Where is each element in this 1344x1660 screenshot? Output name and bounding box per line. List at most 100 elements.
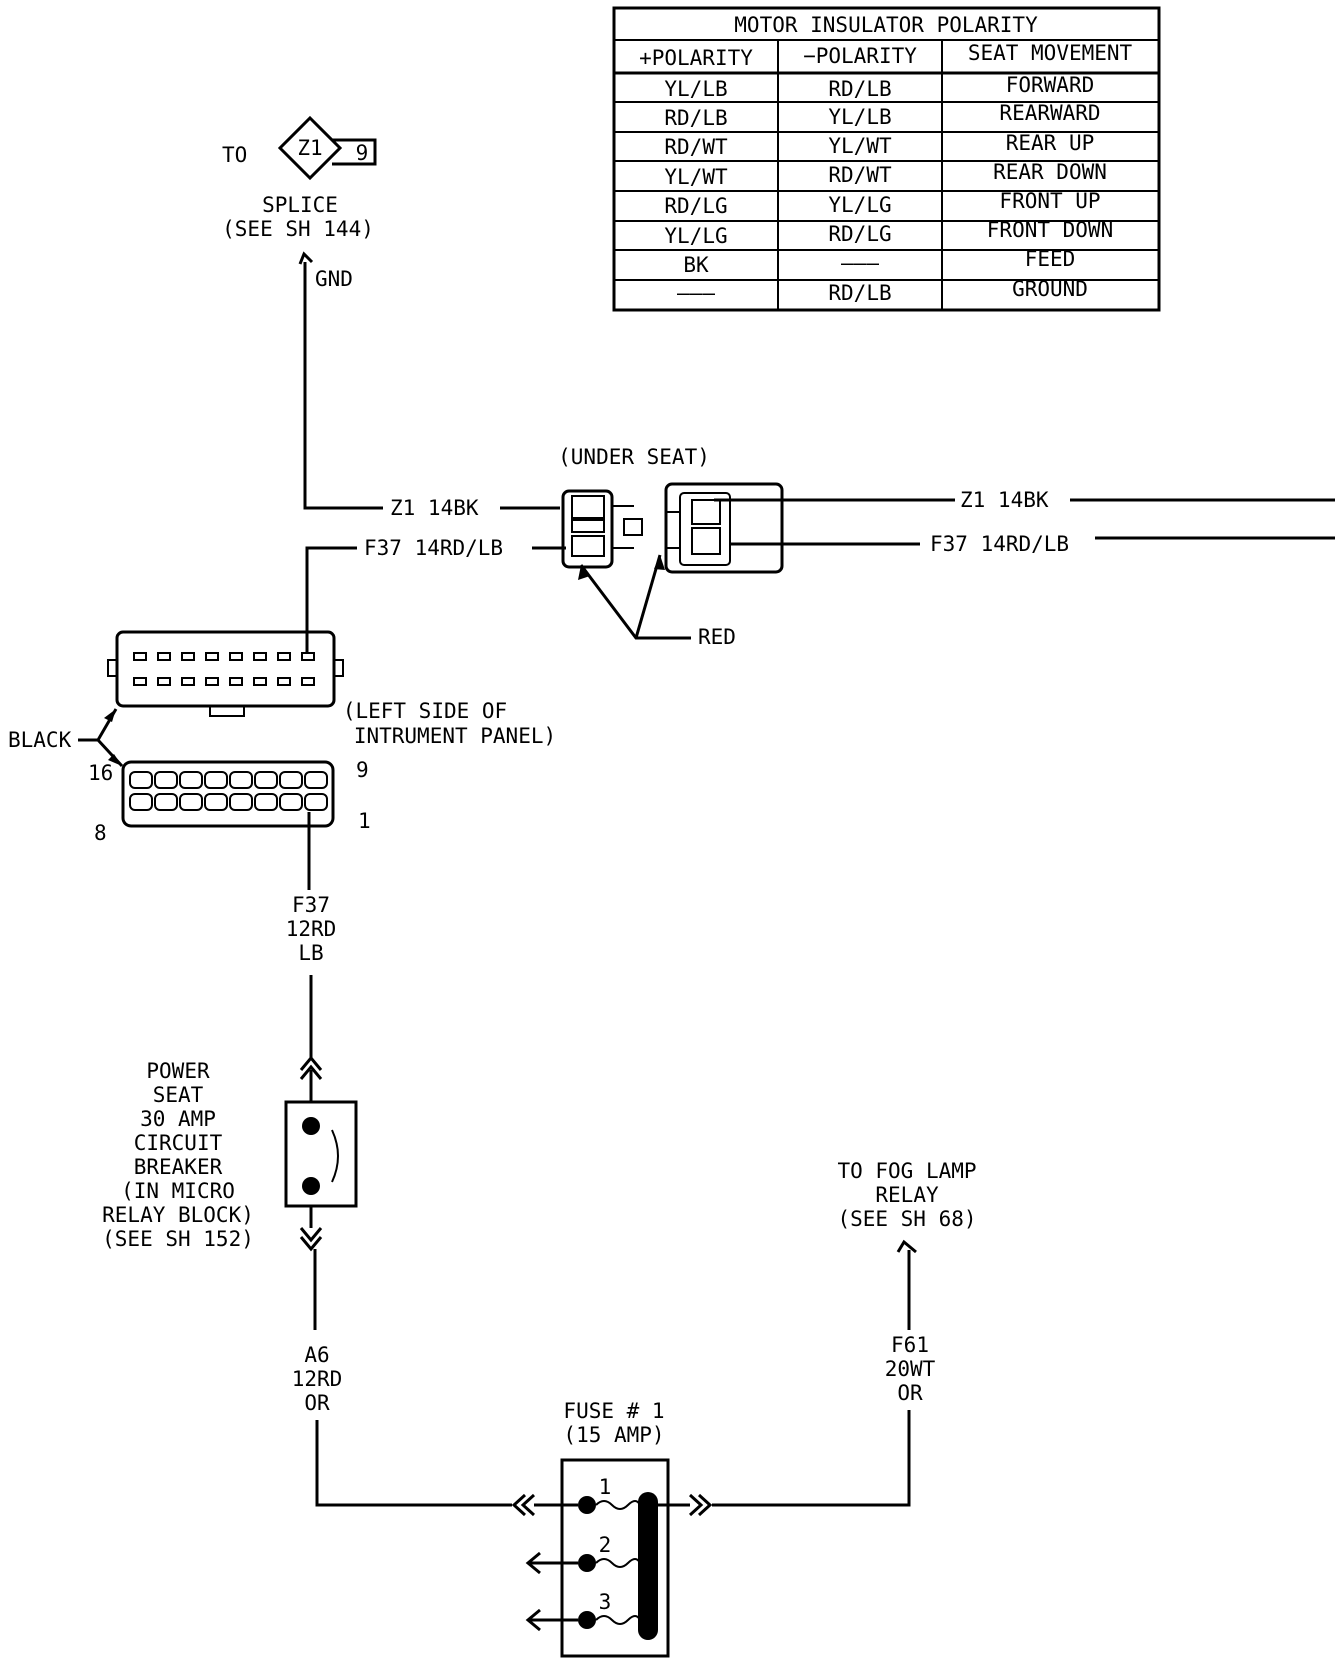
breaker-line: BREAKER	[134, 1155, 223, 1179]
panel-color-label: BLACK	[8, 728, 72, 752]
arrow-icon	[525, 1551, 541, 1575]
table-cell: YL/LG	[664, 224, 727, 248]
connector-ear	[107, 659, 118, 677]
panel-label-line1: (LEFT SIDE OF	[343, 699, 507, 723]
table-cell: REAR UP	[1006, 131, 1095, 155]
table-cell: YL/WT	[828, 134, 892, 158]
fuse-label-line2: (15 AMP)	[563, 1423, 664, 1447]
table-cell: ———	[677, 281, 715, 305]
table-cell: REARWARD	[999, 101, 1100, 125]
table-cell: RD/LB	[828, 77, 891, 101]
connector-right-body	[664, 482, 784, 574]
wire-label-f37-left: F37 14RD/LB	[364, 536, 503, 560]
wire-f61-line3: OR	[897, 1381, 923, 1405]
fog-line3: (SEE SH 68)	[837, 1207, 976, 1231]
table-cell: FRONT DOWN	[987, 218, 1113, 242]
terminal-chevron-icon	[299, 1055, 323, 1071]
table-cell: RD/LG	[828, 222, 891, 246]
table-cell: FEED	[1025, 247, 1076, 271]
table-title: MOTOR INSULATOR POLARITY	[734, 13, 1038, 37]
splice-pin: 9	[356, 141, 369, 165]
wire-a6-to-fuse	[315, 1420, 512, 1507]
table-cell: YL/WT	[664, 165, 728, 189]
arrow-icon	[578, 565, 590, 580]
wire-f37-12-line2: 12RD	[286, 917, 337, 941]
breaker-line: CIRCUIT	[134, 1131, 223, 1155]
under-seat-label: (UNDER SEAT)	[558, 445, 710, 469]
arrow-icon	[104, 709, 116, 722]
wire-f61-to-fuse	[712, 1410, 911, 1507]
connector-left-body	[561, 489, 614, 569]
wire-break-icon	[298, 251, 314, 265]
table-cell: RD/WT	[828, 163, 892, 187]
arrow-icon	[654, 555, 665, 570]
terminal-chevron-icon	[520, 1493, 536, 1517]
fuse-element-icon	[595, 1558, 641, 1568]
wire-f61-line1: F61	[891, 1333, 929, 1357]
connector-bottom-pins	[129, 771, 328, 811]
polarity-table: MOTOR INSULATOR POLARITY +POLARITY −POLA…	[612, 6, 1161, 312]
table-cell: RD/WT	[664, 135, 728, 159]
terminal-chevron-icon	[299, 1064, 323, 1080]
wire-a6-line3: OR	[304, 1391, 330, 1415]
breaker-line: RELAY BLOCK)	[102, 1203, 254, 1227]
fuse-bus-bar	[638, 1492, 658, 1640]
wire-label-z1-left: Z1 14BK	[390, 496, 479, 520]
breaker-element-icon	[331, 1129, 339, 1183]
fuse-terminal-icon	[578, 1611, 596, 1629]
connector-bottom-body	[121, 760, 335, 828]
table-cell: REAR DOWN	[993, 160, 1107, 184]
connector-cavity	[691, 527, 721, 555]
fuse-pin-number: 1	[599, 1475, 612, 1499]
wire-label-f37-right: F37 14RD/LB	[930, 532, 1069, 556]
fuse-block: FUSE # 1 (15 AMP) 1 2 3	[511, 1399, 713, 1658]
wire-label-z1-right: Z1 14BK	[960, 488, 1049, 512]
fuse-terminal-icon	[578, 1554, 596, 1572]
splice-code: Z1	[297, 136, 322, 160]
table-cell: ———	[841, 251, 879, 275]
splice-label: SPLICE	[262, 193, 338, 217]
connector-top-body	[115, 630, 336, 708]
wire-break-icon	[896, 1239, 917, 1254]
connector-key	[209, 705, 245, 717]
table-cell: RD/LG	[664, 194, 727, 218]
breaker-line: 30 AMP	[140, 1107, 216, 1131]
table-frame	[612, 6, 1161, 312]
splice-pin-box	[332, 138, 377, 166]
pin-number-8: 8	[94, 821, 107, 845]
connector-cavity	[571, 535, 605, 557]
breaker-line: (IN MICRO	[121, 1179, 235, 1203]
splice-see: (SEE SH 144)	[222, 217, 374, 241]
splice-to-label: TO	[222, 143, 247, 167]
terminal-chevron-icon	[688, 1493, 704, 1517]
circuit-breaker: POWER SEAT 30 AMP CIRCUIT BREAKER (IN MI…	[102, 1059, 358, 1251]
fuse-label-line1: FUSE # 1	[563, 1399, 664, 1423]
connector-lock-tab	[623, 518, 643, 536]
breaker-body	[284, 1100, 358, 1208]
fog-line2: RELAY	[875, 1183, 939, 1207]
terminal-chevron-icon	[299, 1227, 323, 1243]
wire-f61-line2: 20WT	[885, 1357, 936, 1381]
connector-cavity	[571, 495, 605, 519]
breaker-line: SEAT	[153, 1083, 204, 1107]
table-cell: RD/LB	[828, 281, 891, 305]
wire-f37-14-left	[305, 546, 357, 654]
breaker-terminal-icon	[302, 1117, 320, 1135]
fuse-element-icon	[595, 1615, 641, 1625]
table-cell: BK	[683, 253, 709, 277]
table-header: +POLARITY	[639, 46, 753, 70]
pin-number-9: 9	[356, 758, 369, 782]
splice-diamond-icon	[277, 115, 343, 181]
fuse-element-icon	[595, 1500, 641, 1510]
connector-ear	[333, 659, 344, 677]
fuse-terminal-icon	[578, 1496, 596, 1514]
wire-f37-12-line1: F37	[292, 893, 330, 917]
terminal-chevron-icon	[299, 1236, 323, 1252]
table-cell: RD/LB	[664, 106, 727, 130]
table-cell: FORWARD	[1006, 73, 1095, 97]
table-header: SEAT MOVEMENT	[968, 41, 1133, 65]
breaker-line: (SEE SH 152)	[102, 1227, 254, 1251]
table-cell: FRONT UP	[999, 189, 1100, 213]
arrow-icon	[108, 754, 122, 766]
